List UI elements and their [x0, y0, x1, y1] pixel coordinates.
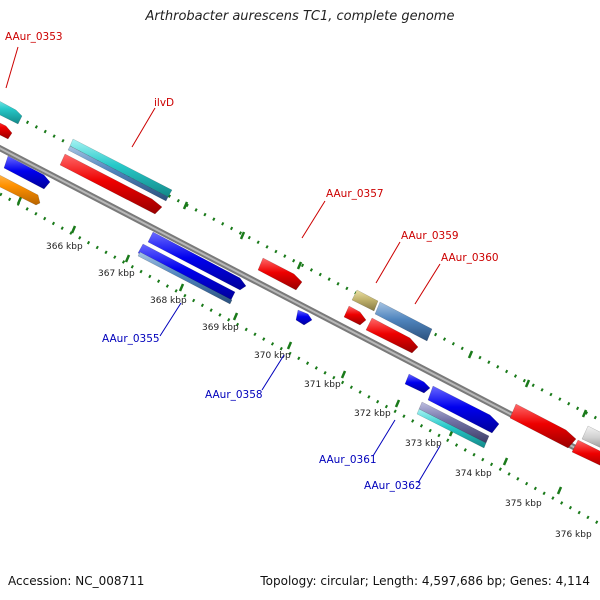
gene-feature-red-edge[interactable] [571, 439, 600, 470]
gene-feature-red-small[interactable] [343, 305, 367, 326]
major-ticks-bottom [16, 196, 563, 495]
gene-feature-red-mid[interactable] [257, 257, 303, 291]
gene-feature-aaur0359[interactable] [351, 289, 379, 312]
accession-text: Accession: NC_008711 [8, 574, 145, 588]
gene-label-aaur0355[interactable]: AAur_0355 [102, 333, 160, 345]
gene-label-ilvD[interactable]: ilvD [154, 97, 174, 109]
tick-label-368: 368 kbp [150, 296, 187, 306]
gene-feature-orange[interactable] [0, 170, 41, 206]
gene-label-aaur0357[interactable]: AAur_0357 [326, 188, 384, 200]
tick-label-376: 376 kbp [555, 530, 592, 540]
leader-aaur0362 [417, 445, 441, 484]
gene-feature-red-right[interactable] [365, 317, 419, 354]
leader-aaur0359 [375, 241, 401, 284]
gene-feature-blue-small[interactable] [404, 373, 431, 394]
leader-aaur0361 [372, 419, 396, 457]
leader-aaur0355 [159, 302, 182, 337]
gene-feature-aaur0360[interactable] [374, 301, 433, 342]
gene-feature-aaur0362[interactable] [416, 408, 487, 449]
tick-track-bottom [0, 192, 600, 526]
tick-label-370: 370 kbp [254, 351, 291, 361]
gene-feature-aaur0355-under[interactable] [137, 251, 233, 305]
leader-aaur0358 [261, 354, 285, 391]
gene-feature-blue-left[interactable] [3, 155, 51, 190]
genome-backbone-inner [0, 147, 600, 462]
gene-label-aaur0362[interactable]: AAur_0362 [364, 480, 422, 492]
gene-feature-aaur0358[interactable] [295, 309, 313, 326]
gene-label-aaur0360[interactable]: AAur_0360 [441, 252, 499, 264]
leader-aaur0360 [414, 263, 441, 305]
map-title: Arthrobacter aurescens TC1, complete gen… [145, 9, 455, 24]
gene-feature-red-long[interactable] [59, 153, 163, 215]
gene-label-aaur0353[interactable]: AAur_0353 [5, 31, 63, 43]
gene-feature-gray-far[interactable] [581, 425, 600, 452]
tick-label-366: 366 kbp [46, 242, 83, 252]
gene-feature-red-far[interactable] [509, 403, 577, 449]
gene-feature-aaur0353[interactable] [0, 96, 23, 125]
tick-label-367: 367 kbp [98, 269, 135, 279]
tick-label-375: 375 kbp [505, 499, 542, 509]
gene-feature-red-left[interactable] [0, 118, 13, 140]
tick-label-371: 371 kbp [304, 380, 341, 390]
leader-aaur0353 [5, 46, 19, 89]
tick-label-369: 369 kbp [202, 323, 239, 333]
genome-summary-text: Topology: circular; Length: 4,597,686 bp… [260, 574, 590, 588]
leader-ilvD [131, 107, 156, 148]
tick-label-372: 372 kbp [354, 409, 391, 419]
gene-label-aaur0359[interactable]: AAur_0359 [401, 230, 459, 242]
gene-label-aaur0361[interactable]: AAur_0361 [319, 454, 377, 466]
gene-feature-ilvD-inner[interactable] [67, 145, 169, 202]
gene-label-aaur0358[interactable]: AAur_0358 [205, 389, 263, 401]
tick-label-374: 374 kbp [455, 469, 492, 479]
leader-aaur0357 [301, 200, 326, 239]
gene-feature-blue-right[interactable] [427, 385, 500, 434]
gene-feature-blue-upper[interactable] [147, 231, 247, 291]
tick-label-373: 373 kbp [405, 439, 442, 449]
